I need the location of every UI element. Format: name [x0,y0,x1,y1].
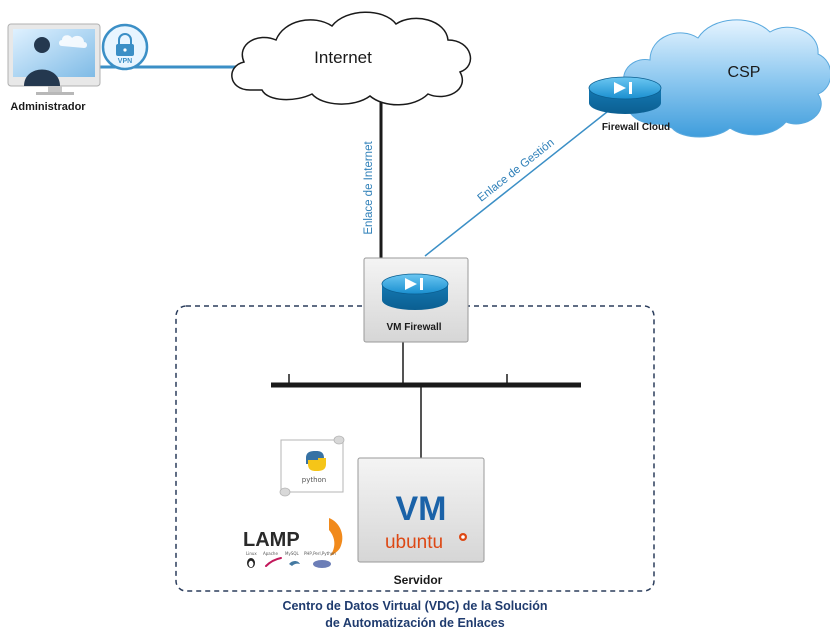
management-link-label: Enlace de Gestión [476,137,557,205]
mysql-dolphin-icon [289,561,300,566]
server-label: Servidor [394,573,443,587]
ubuntu-logo-text: ubuntu [385,532,443,553]
php-icon [313,560,331,568]
small-cloud-icon [59,35,87,48]
csp-cloud-icon [623,19,830,138]
lamp-sub-linux: Linux [246,551,257,556]
vm-firewall-router-icon [381,273,449,310]
apache-feather-icon [265,557,282,567]
internet-link-label: Enlace de Internet [363,141,375,235]
lamp-flame-icon [329,518,343,556]
python-logo-icon [306,451,326,471]
lamp-logo-text: LAMP [243,529,300,551]
vm-logo-text: VM [396,490,447,528]
lamp-sub-apache: Apache [263,551,278,556]
lamp-sub-php: PHP,Perl,Python [304,551,336,556]
vpn-label: VPN [118,58,132,65]
admin-user-icon [24,37,60,86]
vm-firewall-label: VM Firewall [386,322,441,333]
firewall-cloud-label: Firewall Cloud [602,122,670,133]
firewall-cloud-router-icon [588,76,662,114]
csp-label: CSP [728,64,761,81]
caption-line-1: Centro de Datos Virtual (VDC) de la Solu… [282,599,547,613]
python-label: python [302,476,327,484]
server-box [357,457,485,563]
administrator-label: Administrador [10,101,86,113]
caption-line-2: de Automatización de Enlaces [325,616,504,630]
vpn-lock-icon [101,23,149,71]
tux-icon [247,558,255,568]
management-link [424,107,613,257]
lamp-sub-mysql: MySQL [285,551,300,556]
ubuntu-circle-icon [459,533,467,541]
internet-label: Internet [314,48,372,67]
internet-cloud-icon [231,11,472,106]
